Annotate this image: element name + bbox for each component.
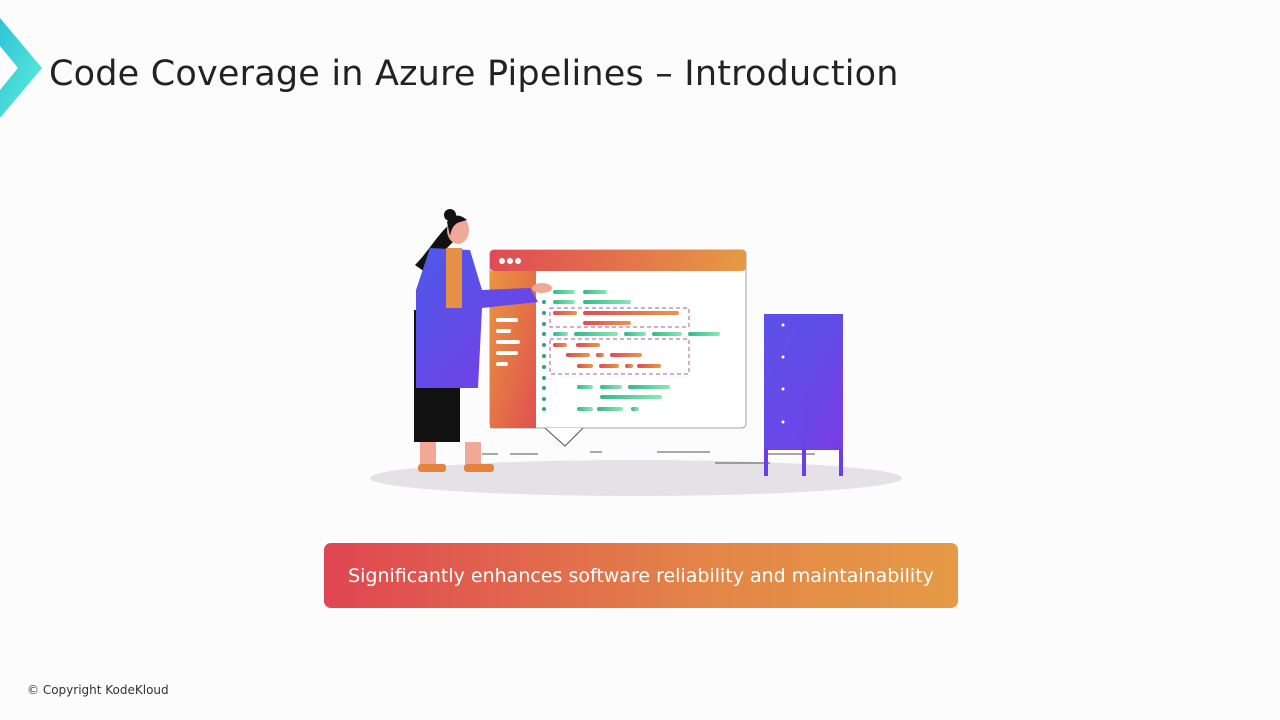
kodekloud-chevron-logo-icon: [0, 18, 42, 118]
copyright-footer: © Copyright KodeKloud: [27, 683, 169, 697]
key-benefit-banner: Significantly enhances software reliabil…: [324, 543, 958, 608]
developer-presenting-code-illustration: [370, 209, 902, 496]
page-title: Code Coverage in Azure Pipelines – Intro…: [49, 54, 899, 94]
